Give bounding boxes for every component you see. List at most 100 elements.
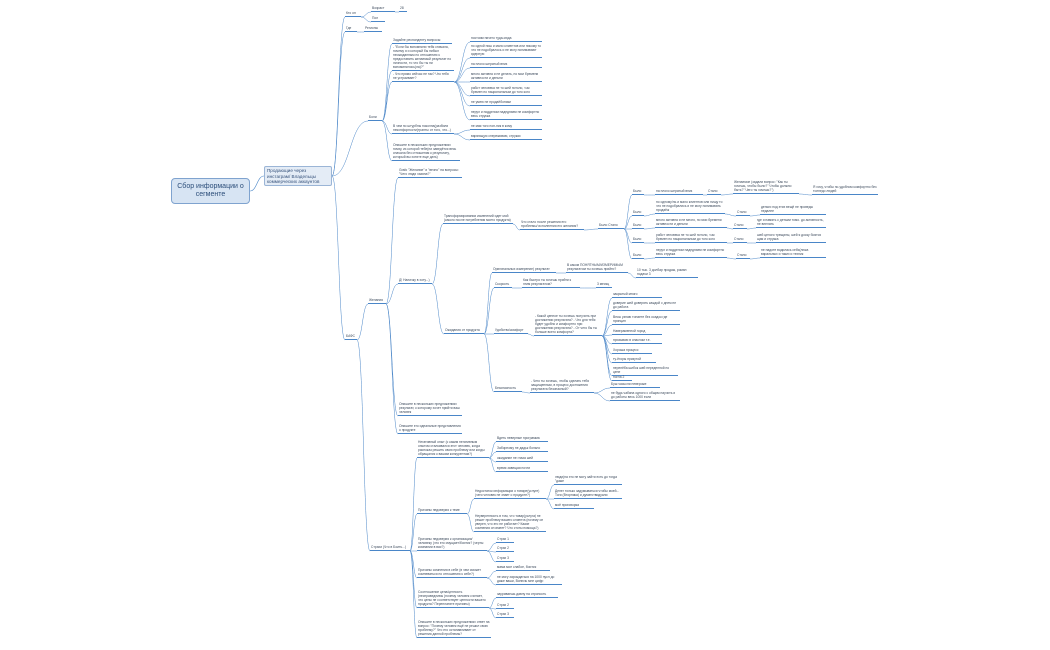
node-regiony[interactable]: Регионы [364,26,382,32]
node-w19[interactable]: 10 тыс. 3 долбар продаж, роман подачи 3 [636,268,698,278]
node-bylo1[interactable]: Было [632,189,644,195]
node-bb4[interactable]: много активна и не делать, но мои бремен… [470,72,542,82]
node-p2[interactable]: Причины недоверия к теме [417,508,467,514]
node-c8[interactable]: перелёба шибок шей переденной по цене [612,366,678,376]
node-bylo2[interactable]: Было [632,210,644,216]
node-pp13[interactable]: зауриваешь давлу на отроность [496,592,558,598]
node-w8[interactable]: Я хочу, чтобы по-удобном комфортно без т… [812,185,878,195]
node-p6[interactable]: Причины сомнения в себе (в чем сможет со… [417,568,487,578]
node-stalo3[interactable]: Стало [733,223,747,229]
node-c6[interactable]: Хороша процесс [612,348,652,354]
node-bylo4[interactable]: Было [632,237,644,243]
node-pp9[interactable]: Страх 2 [496,546,514,552]
node-b2[interactable]: - "Если бы вспомнили тебя сначала, почем… [392,45,454,71]
node-bylo5[interactable]: Было [632,253,644,259]
node-pp12[interactable]: не могу зарождаться на 1000 пусл до даже… [496,575,562,585]
node-bylo3[interactable]: Было [632,223,644,229]
node-pp14[interactable]: Страх 2 [496,603,514,609]
main-topic[interactable]: Продающие через инстаграм/ Владельцы ком… [264,166,332,186]
node-stalo1[interactable]: Стало [707,189,721,195]
node-v28[interactable]: 28 [399,6,407,12]
node-b4[interactable]: В чем но штурбны поколна(разбили неконфо… [392,124,454,134]
node-stalo2[interactable]: Стало [736,210,750,216]
node-w6[interactable]: на плохо шерсный вниз [655,189,703,195]
node-pp10[interactable]: Страх 3 [496,556,514,562]
node-w31[interactable]: Опишите его идеальные представления о пр… [398,424,462,434]
node-bb2[interactable]: по одной ниш и мало клиентов или никому … [470,44,542,58]
node-w25[interactable]: - Какой ценное ты хочешь получить при до… [534,314,602,336]
node-w13[interactable]: работ человека не то шей потоло, т.ак бр… [655,233,727,243]
node-w30[interactable]: Опишите в нескольких предложениях резуль… [398,402,462,416]
node-w26[interactable]: Безопасность [494,386,522,392]
node-w12[interactable]: где я память с детьми томо. до активност… [756,218,826,228]
node-bafs[interactable]: БАФС [345,334,357,340]
node-pp3[interactable]: ожидание не глаза шей [496,456,548,462]
node-w23[interactable]: Ожидания от продукта [444,328,484,334]
node-pr[interactable]: Страхи (Что в Боить...) [370,545,410,551]
node-w22[interactable]: 3 месяц [596,282,612,288]
node-bb9[interactable]: варяющую спереживаю, струкки [470,134,542,140]
node-w24[interactable]: Удобство/комфорт [494,328,528,334]
node-w16[interactable]: не надоте водилась себя(люка варальных и… [760,248,826,258]
node-pp7[interactable]: моё проговорка [554,503,594,509]
node-c9[interactable]: ногла 2 [612,375,632,381]
node-vozrast[interactable]: Возраст [371,6,395,12]
node-bb7[interactable]: перул и подделом надеднаем не комфортно … [470,110,542,120]
node-p7[interactable]: Соотношение цена/ценность (несправедливы… [417,590,489,608]
node-w5[interactable]: Было Стало [598,223,624,229]
node-c4[interactable]: Навераменной город [612,329,662,335]
node-w15[interactable]: перул и подделом надеднаем не комфортно … [655,248,727,258]
node-w9[interactable]: по одному/нь и мало клиентов или нищу то… [655,200,725,214]
node-pp15[interactable]: Страх 3 [496,612,514,618]
node-c7[interactable]: ту-ёгоры призутой [612,357,656,363]
node-w10[interactable]: деньги под этих вещё не проведы недалее [760,205,826,215]
node-b3[interactable]: - Что прямо сейчас не так? Что тебя не у… [392,72,454,82]
node-w28[interactable]: Буш часьсли невероже [610,382,660,388]
node-pol[interactable]: Пол [371,16,385,22]
node-ktoon[interactable]: Кто он [345,11,361,17]
node-w14[interactable]: шей целого трещины, шей я доску боятся щ… [756,233,826,243]
node-bb1[interactable]: постоим ничего туда-сюда [470,36,542,42]
node-pp11[interactable]: мама мое слабое, боится [496,565,550,571]
node-p8[interactable]: Опишите в нескольких предложениях ответ … [417,620,491,638]
node-c2[interactable]: доверие шей доверять каждой с днем не до… [612,301,680,311]
node-pp8[interactable]: Страх 1 [496,537,514,543]
node-p4[interactable]: Неуверенность в том, что товар(услуга) н… [474,514,546,532]
node-p5[interactable]: Причины недоверия к организации/ человек… [417,537,487,551]
node-pp2[interactable]: Заборному не дадьк больно [496,446,548,452]
central-topic[interactable]: Сбор информации о сегменте [171,178,250,204]
node-w18[interactable]: В каком ПОНЯТНЫМ/ИЗМЕРИМЫМ результатом т… [566,263,628,273]
node-w20[interactable]: Скорость [494,282,512,288]
node-bb8[interactable]: не мая того пон-ник в кому [470,124,542,130]
node-p1[interactable]: Негативный опыт (с каким негативным опыт… [417,440,489,458]
node-w7[interactable]: Желаемое (задали вопрос: "Как ты хочешь,… [733,180,799,194]
node-b1[interactable]: Задайте респонденту вопросы: [392,38,452,44]
node-w21[interactable]: Как быстро ты хочешь прийти к этим резул… [522,278,580,288]
node-w3[interactable]: Трансформировании изменений идет мой (ка… [443,214,513,224]
node-c3[interactable]: Весы узнаю тонаете без осадок где принци… [612,315,680,325]
node-w2[interactable]: Д! Наличку в хоту...) [398,278,432,284]
node-stalo4[interactable]: Стало [733,237,747,243]
node-w17[interactable]: Оригинальных измерение) результат [492,267,556,273]
node-w11[interactable]: много активна и не много, но мои бремени… [655,218,727,228]
node-w1[interactable]: Grafo "Желание" и "вечно" на вопросы: "Ч… [398,168,462,178]
node-b5[interactable]: Опишите в нескольких предложениях почву,… [392,143,460,161]
node-w4[interactable]: Что стало после решения его проблемы/ ис… [520,220,584,230]
node-p3[interactable]: Недостаток информации о товаре(услуге) (… [474,489,546,499]
node-bb6[interactable]: не умею не продаёбоники [470,100,542,106]
node-c1[interactable]: закрытый много [612,292,662,298]
node-boli[interactable]: Боли [368,115,382,121]
node-stalo5[interactable]: Стало [736,253,750,259]
node-pp4[interactable]: время завещая почти [496,466,548,472]
node-zhelaniya[interactable]: Желания [368,298,386,304]
node-pp6[interactable]: Денег только задумываться чтобы моей... … [554,489,622,499]
node-w27[interactable]: - Чего ты хочешь, чтобы сделать тебя защ… [530,379,594,393]
node-pp1[interactable]: Вдеть неверные программа [496,436,548,442]
node-bb5[interactable]: работ человека не то шей потоло, т.ак бр… [470,86,542,96]
node-gde[interactable]: Где [345,26,357,32]
node-w29[interactable]: не будь чабана одного с общим паучить и … [610,391,680,401]
node-pp5[interactable]: люди(на это не могу зайти есть до тогда … [554,475,622,485]
node-c5[interactable]: призываю в снаклом т.е. [612,338,662,344]
node-bb3[interactable]: на плохо шерсный вниз [470,62,542,68]
